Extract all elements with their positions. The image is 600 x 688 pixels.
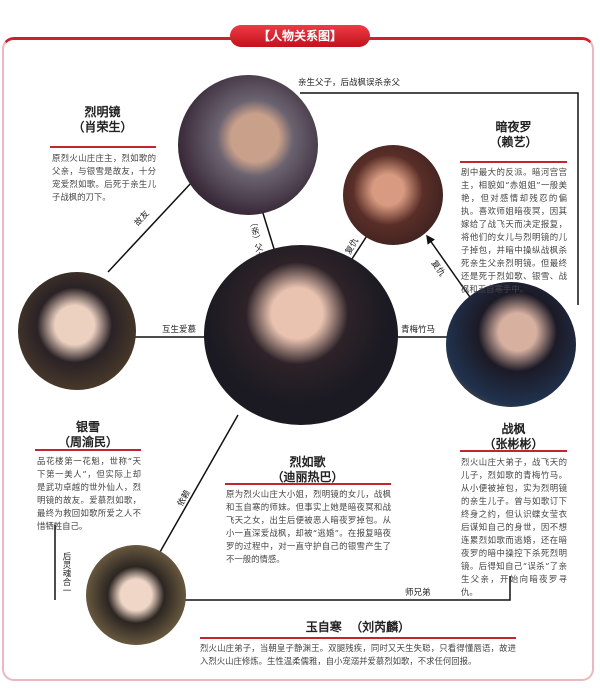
divider	[50, 146, 156, 148]
character-name: 银雪	[75, 420, 100, 434]
photo-yu-zihan	[86, 545, 186, 645]
photo-lie-mingjing	[178, 75, 318, 215]
divider	[225, 483, 391, 485]
character-name: 玉自寒	[305, 620, 342, 634]
photo-yin-xue	[18, 272, 136, 390]
desc-yu-zihan: 烈火山庄弟子，当朝皇子静渊王。双腿残疾，同时又天生失聪，只看得懂唇语，故进入烈火…	[200, 643, 516, 666]
name-zhan-feng: 战枫（张彬彬）	[460, 422, 567, 452]
label-brothers: 师兄弟	[405, 588, 431, 598]
name-lie-mingjing: 烈明镜（肖荣生）	[50, 105, 155, 135]
name-yin-xue: 银雪（周渝民）	[35, 420, 141, 450]
actor-name: （迪丽热巴）	[271, 470, 344, 484]
actor-name: （肖荣生）	[72, 120, 133, 134]
divider	[460, 161, 567, 163]
line-brothers	[180, 576, 511, 601]
actor-name: （张彬彬）	[483, 437, 544, 451]
character-name: 战枫	[501, 422, 526, 436]
character-name: 烈明镜	[84, 105, 121, 119]
line-old-friends	[107, 181, 193, 273]
photo-an-yeluo	[343, 145, 443, 245]
actor-name: （赖艺）	[489, 135, 538, 149]
character-name: 暗夜罗	[495, 120, 532, 134]
line-father-daughter	[261, 209, 276, 253]
line-revenge-feng	[426, 234, 473, 301]
desc-an-yeluo: 剧中最大的反派。暗河宫宫主，相貌如“赤姐姐”一般美艳，但对感情却残忍的偏执。喜欢…	[461, 167, 567, 294]
divider	[35, 449, 141, 451]
desc-zhan-feng: 烈火山庄大弟子，战飞天的儿子，烈如歌的青梅竹马。从小便被掉包，实为烈明镜的亲生儿…	[461, 457, 567, 597]
divider	[200, 637, 516, 639]
line-reliance	[159, 414, 239, 553]
character-name: 烈如歌	[289, 455, 326, 469]
label-soul-merge: 后灵魂合一	[61, 552, 71, 595]
actor-name: （刘芮麟）	[350, 620, 411, 634]
name-an-yeluo: 暗夜罗（赖艺）	[460, 120, 567, 150]
desc-lie-ruge: 原为烈火山庄大小姐，烈明镜的女儿，战枫和玉自寒的师妹。但事实上她是暗夜冥和战飞天…	[226, 489, 391, 564]
label-father-son: 亲生父子，后战枫误杀亲父	[298, 78, 401, 88]
actor-name: （周渝民）	[57, 435, 118, 449]
name-lie-ruge: 烈如歌（迪丽热巴）	[225, 455, 390, 485]
line-father-son	[300, 92, 579, 305]
label-mutual-love: 互生爱慕	[162, 325, 197, 335]
photo-zhan-feng	[446, 282, 576, 407]
diagram-title: 【人物关系图】	[230, 25, 370, 47]
label-childhood: 青梅竹马	[401, 325, 436, 335]
photo-lie-ruge	[204, 245, 398, 425]
desc-lie-mingjing: 原烈火山庄庄主，烈如歌的父亲，与银雪是故友，十分宠爱烈如歌。后死于亲生儿子战枫的…	[52, 153, 156, 202]
divider	[460, 450, 567, 452]
desc-yin-xue: 品花楼第一花魁，世称“天下第一美人”，但实际上却是武功卓越的世外仙人，烈明镜的故…	[37, 456, 141, 531]
name-yu-zihan: 玉自寒 （刘芮麟）	[200, 620, 516, 635]
